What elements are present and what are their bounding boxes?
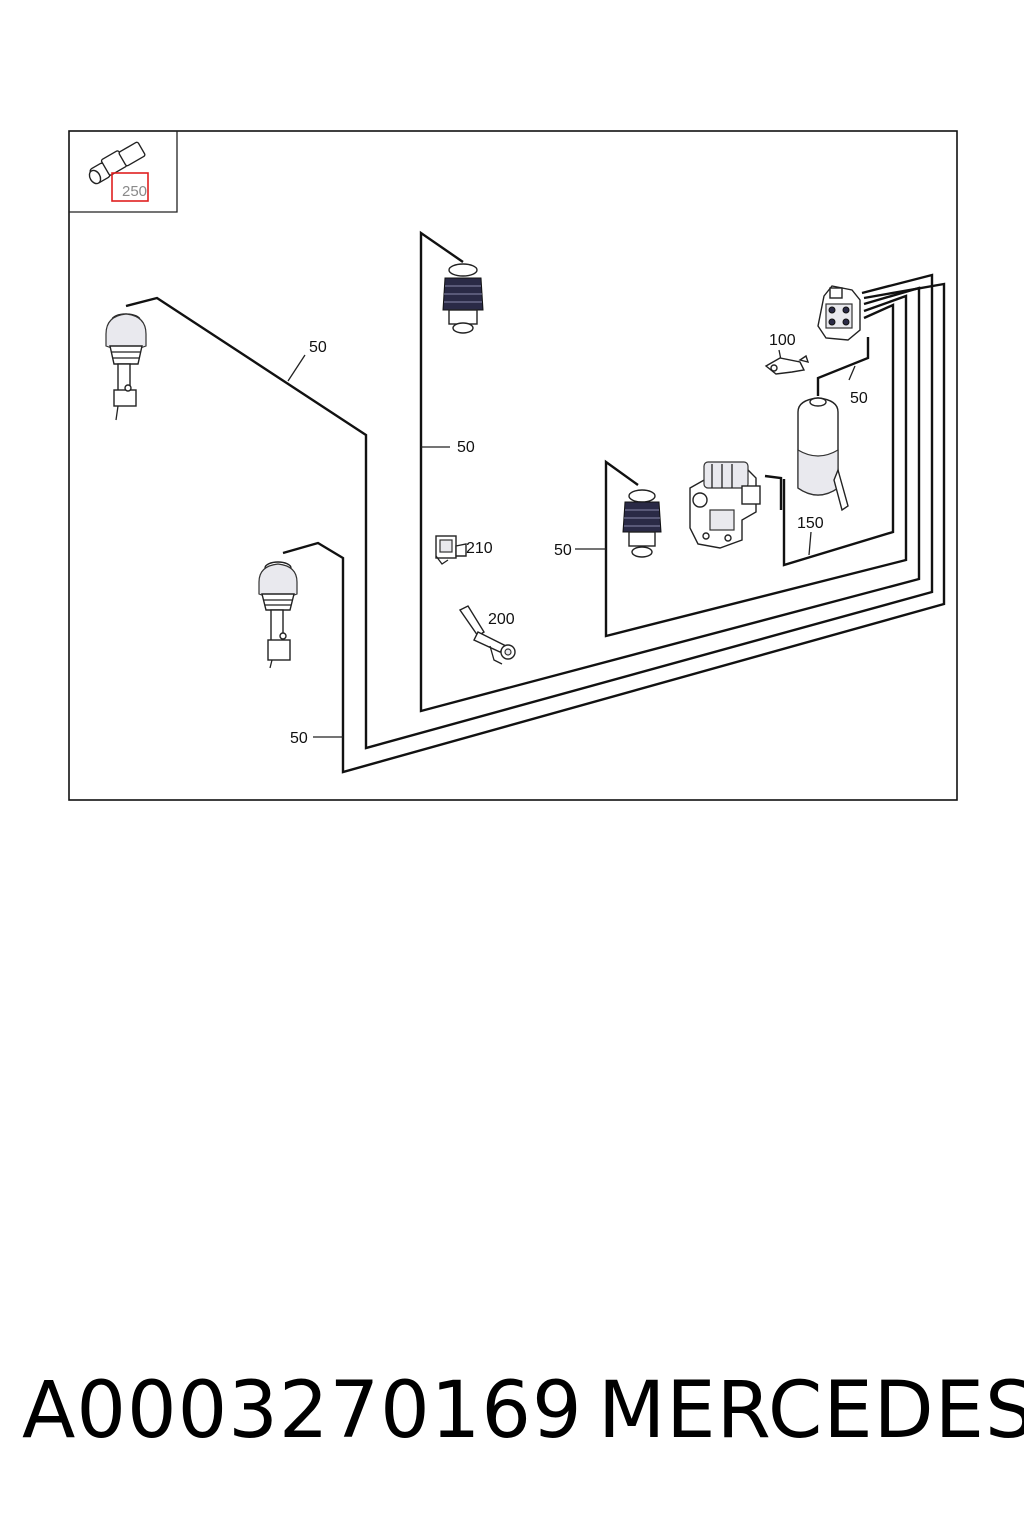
air-reservoir-icon bbox=[797, 397, 849, 512]
line-front-left bbox=[125, 273, 934, 750]
callout-line-front-left: 50 bbox=[309, 339, 327, 356]
line-compressor bbox=[764, 474, 783, 510]
level-sensor-icon bbox=[458, 605, 516, 665]
callout-line-rear-left: 50 bbox=[290, 730, 308, 747]
valve-block-icon bbox=[817, 285, 861, 341]
callout-line-rear-right: 50 bbox=[554, 542, 572, 559]
callout-valve-bracket: 100 bbox=[769, 332, 796, 349]
line-rear-right bbox=[604, 294, 908, 638]
leader-lines bbox=[287, 349, 856, 738]
front-left-strut-icon bbox=[105, 313, 147, 421]
rear-right-air-spring-icon bbox=[622, 489, 662, 558]
inset-callout: 250 bbox=[122, 183, 147, 200]
fitting-icon bbox=[88, 141, 146, 185]
callout-line-front-right: 50 bbox=[457, 439, 475, 456]
bracket-210-icon bbox=[435, 535, 467, 565]
diagram-frame bbox=[68, 130, 958, 801]
air-suspension-parts-diagram: 250 bbox=[68, 130, 958, 801]
callout-reservoir: 150 bbox=[797, 515, 824, 532]
line-valve-block bbox=[816, 337, 870, 396]
valve-bracket-icon bbox=[764, 354, 810, 375]
line-rear-left bbox=[282, 282, 946, 774]
front-right-air-spring-icon bbox=[442, 263, 484, 334]
line-reservoir bbox=[782, 303, 895, 567]
brand-name: MERCEDES bbox=[598, 1366, 1024, 1456]
air-line-routes bbox=[125, 230, 946, 774]
part-number: A0003270169 bbox=[22, 1366, 583, 1456]
inset-highlight bbox=[111, 172, 149, 202]
callout-line-valve-block: 50 bbox=[850, 390, 868, 407]
callout-level-sensor: 200 bbox=[488, 611, 515, 628]
rear-left-strut-icon bbox=[258, 561, 298, 669]
callout-bracket-210: 210 bbox=[466, 540, 493, 557]
line-front-right bbox=[419, 230, 921, 713]
inset-box: 250 bbox=[69, 131, 178, 213]
compressor-icon bbox=[689, 461, 761, 549]
